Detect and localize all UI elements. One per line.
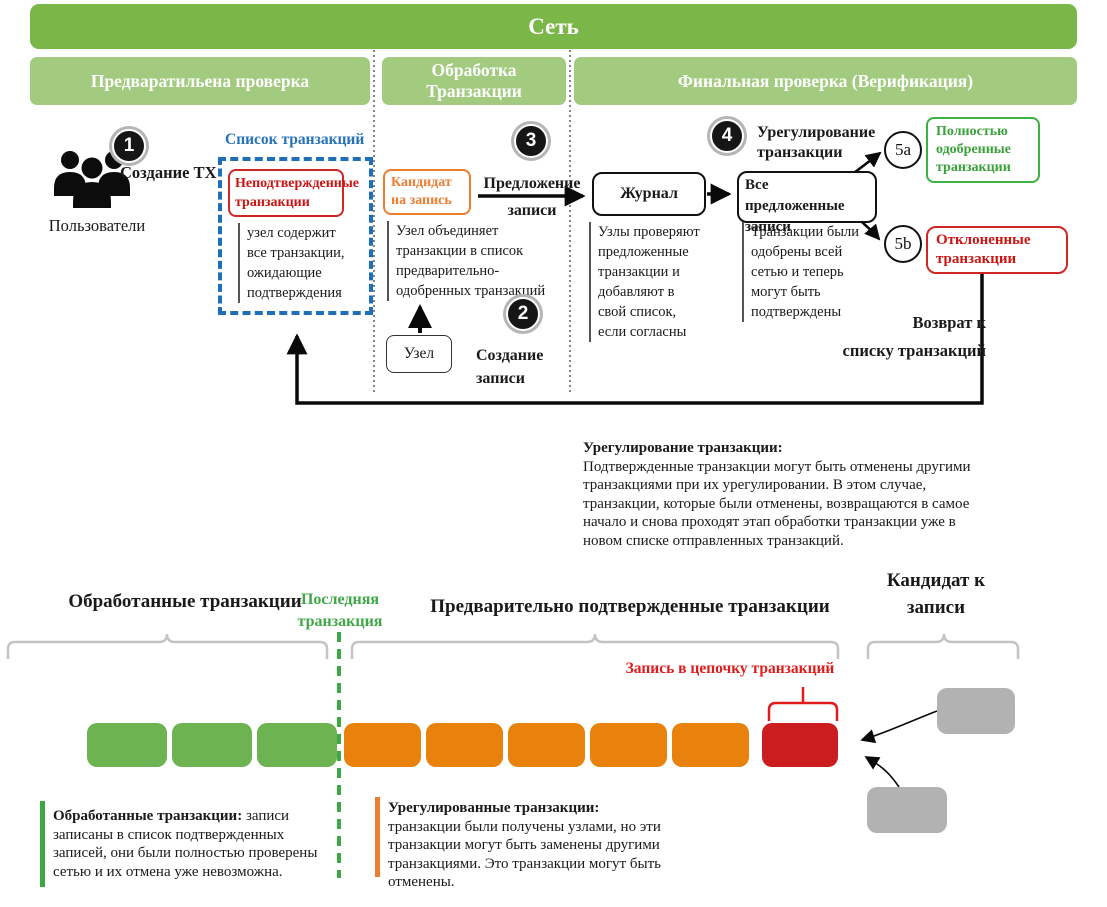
candidate-block (867, 787, 947, 833)
phase-final-verification: Финальная проверка (Верификация) (574, 57, 1077, 105)
settled-legend-title: Урегулированные транзакции: (388, 800, 600, 816)
record-brace (767, 687, 839, 721)
record-label: Запись в цепочку транзакций (625, 660, 835, 677)
candidate-note: Узел объединяет транзакции в список пред… (387, 221, 559, 301)
candidate-brace (866, 633, 1020, 659)
processed-header: Обработанные транзакции (68, 591, 302, 612)
chain-block-preconfirmed (344, 723, 421, 767)
step-badge-2: 2 (506, 297, 540, 331)
step-badge-4: 4 (710, 119, 744, 153)
network-title: Сеть (528, 13, 579, 39)
phase-preliminary-check: Предваратильена проверка (30, 57, 370, 105)
feedback-arrow (286, 274, 984, 405)
rejected-tx-box: Отклоненные транзакции (926, 226, 1068, 274)
chain-row (87, 723, 838, 767)
processed-legend-title: Обработанные транзакции: (53, 808, 243, 824)
step2-label: Создание записи (476, 347, 544, 387)
processed-legend-body: записи записаны в список подтвержденных … (53, 808, 318, 880)
chain-block-processed (172, 723, 252, 767)
tx-list-title: Список транзакций (225, 131, 365, 148)
chain-block-preconfirmed (426, 723, 503, 767)
step4-label: Урегулирование транзакции (757, 124, 876, 161)
proposed-note: Транзакции были одобрены всей сетью и те… (742, 222, 872, 322)
chain-block-processed (257, 723, 337, 767)
settled-legend: Урегулированные транзакции: транзакции б… (388, 799, 675, 892)
settlement-note: Урегулирование транзакции: Подтвержденны… (583, 439, 978, 550)
phase-label: Обработка Транзакции (426, 60, 522, 101)
candidate-record-box: Кандидат на запись (383, 169, 471, 215)
step-badge-1: 1 (112, 129, 146, 163)
phase-label: Предваратильена проверка (90, 70, 310, 91)
settled-legend-body: транзакции были получены узлами, но эти … (388, 818, 661, 891)
chain-block-preconfirmed (508, 723, 585, 767)
users-label: Пользователи (48, 216, 146, 235)
step3-label: Предложение записи (483, 175, 581, 219)
preconfirmed-brace (350, 633, 840, 659)
candidate-arrow-bottom (864, 756, 900, 788)
step-badge-3: 3 (514, 124, 548, 158)
journal-note: Узлы проверяют предложенные транзакции и… (589, 222, 703, 342)
processed-legend: Обработанные транзакции: записи записаны… (53, 807, 327, 881)
chain-block-preconfirmed (590, 723, 667, 767)
tx-list-dashed-box (218, 157, 373, 315)
phase-transaction-processing: Обработка Транзакции (382, 57, 566, 105)
tx-list-note: узел содержит все транзакции, ожидающие … (238, 223, 354, 303)
return-label: Возврат к списку транзакций (842, 313, 986, 360)
journal-box: Журнал (592, 172, 706, 216)
processed-legend-bar (40, 801, 45, 887)
unconfirmed-tx-box: Неподтвержденные транзакции (228, 169, 359, 217)
settlement-note-title: Урегулирование транзакции: (583, 440, 783, 456)
chain-block-processed (87, 723, 167, 767)
node-box: Узел (386, 335, 452, 373)
chain-block-preconfirmed (672, 723, 749, 767)
phase-label: Финальная проверка (Верификация) (677, 70, 974, 91)
candidate-header: Кандидат к записи (886, 570, 986, 618)
step-5a-circle: 5a (884, 131, 922, 169)
step1-label: Создание ТХ (120, 163, 217, 182)
step-5b-circle: 5b (884, 225, 922, 263)
settlement-note-body: Подтвержденные транзакции могут быть отм… (583, 458, 971, 549)
candidate-arrow-top (860, 710, 938, 744)
last-tx-label: Последняя транзакция (297, 591, 383, 630)
fully-approved-box: Полностью одобренные транзакции (926, 117, 1040, 183)
preconfirmed-header: Предварительно подтвержденные транзакции (430, 596, 830, 617)
proposed-records-box: Все предложенные записи (737, 171, 877, 235)
chain-block-record (762, 723, 838, 767)
settled-legend-bar (375, 797, 380, 877)
processed-brace (6, 633, 329, 659)
network-bar: Сеть (30, 4, 1077, 49)
candidate-block (937, 688, 1015, 734)
